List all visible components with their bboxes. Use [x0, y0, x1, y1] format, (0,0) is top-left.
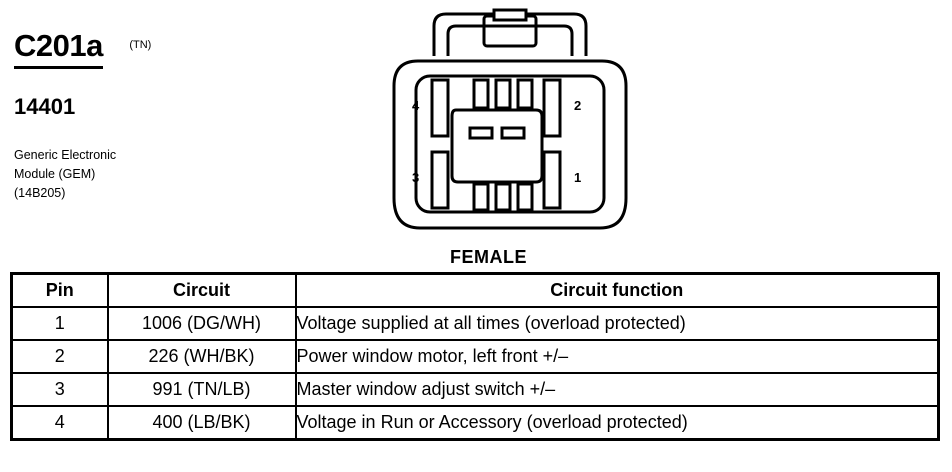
pin-label-2: 2 [574, 98, 581, 113]
center-slot-left [468, 126, 494, 140]
terminal-2 [542, 78, 562, 138]
latch-tab-notch [492, 8, 528, 22]
module-description: Generic Electronic Module (GEM) (14B205) [14, 146, 116, 203]
description-line: Generic Electronic [14, 148, 117, 162]
connector-cavity [414, 74, 606, 214]
circuit-cell: 400 (LB/BK) [106, 405, 297, 441]
column-header-circuit: Circuit [106, 272, 297, 308]
function-cell: Voltage in Run or Accessory (overload pr… [294, 405, 940, 441]
function-cell: Power window motor, left front +/– [294, 339, 940, 374]
pin-cell: 2 [10, 339, 109, 374]
terminal-3 [430, 150, 450, 210]
function-cell: Master window adjust switch +/– [294, 372, 940, 407]
table-row: 3 991 (TN/LB) Master window adjust switc… [10, 372, 940, 407]
description-line: (14B205) [14, 186, 66, 200]
column-header-pin: Pin [10, 272, 109, 308]
center-key-top-3 [516, 78, 534, 110]
center-key-top-2 [494, 78, 512, 110]
connector-gender-label: FEMALE [450, 247, 527, 267]
center-slot-right [500, 126, 526, 140]
column-header-function: Circuit function [294, 272, 940, 308]
function-cell: Voltage supplied at all times (overload … [294, 306, 940, 341]
center-key [450, 108, 544, 184]
connector-face-diagram: 4 2 3 1 [392, 8, 628, 230]
connector-latch-inner [446, 24, 574, 56]
connector-id-underline: C201a [14, 28, 103, 69]
center-key-bottom-1 [472, 182, 490, 212]
connector-header: C201a (TN) 14401 Generic Electronic Modu… [14, 28, 314, 200]
pin-cell: 1 [10, 306, 109, 341]
terminal-4 [430, 78, 450, 138]
table-row: 2 226 (WH/BK) Power window motor, left f… [10, 339, 940, 374]
center-key-top-1 [472, 78, 490, 110]
circuit-cell: 991 (TN/LB) [106, 372, 297, 407]
pin-cell: 3 [10, 372, 109, 407]
circuit-cell: 1006 (DG/WH) [106, 306, 297, 341]
pin-label-3: 3 [412, 170, 419, 185]
connector-id: C201a [14, 28, 103, 63]
part-number: 14401 [14, 94, 76, 119]
terminal-1 [542, 150, 562, 210]
connector-body [392, 59, 628, 230]
description-line: Module (GEM) [14, 167, 96, 181]
center-key-bottom-3 [516, 182, 534, 212]
center-key-bottom-2 [494, 182, 512, 212]
table-row: 1 1006 (DG/WH) Voltage supplied at all t… [10, 306, 940, 341]
connector-wire-color: (TN) [129, 39, 152, 51]
circuit-cell: 226 (WH/BK) [106, 339, 297, 374]
pinout-table: Pin Circuit Circuit function 1 1006 (DG/… [10, 272, 940, 441]
table-header-row: Pin Circuit Circuit function [10, 272, 940, 308]
pin-label-1: 1 [574, 170, 581, 185]
table-row: 4 400 (LB/BK) Voltage in Run or Accessor… [10, 405, 940, 441]
pin-label-4: 4 [412, 98, 420, 113]
pin-cell: 4 [10, 405, 109, 441]
